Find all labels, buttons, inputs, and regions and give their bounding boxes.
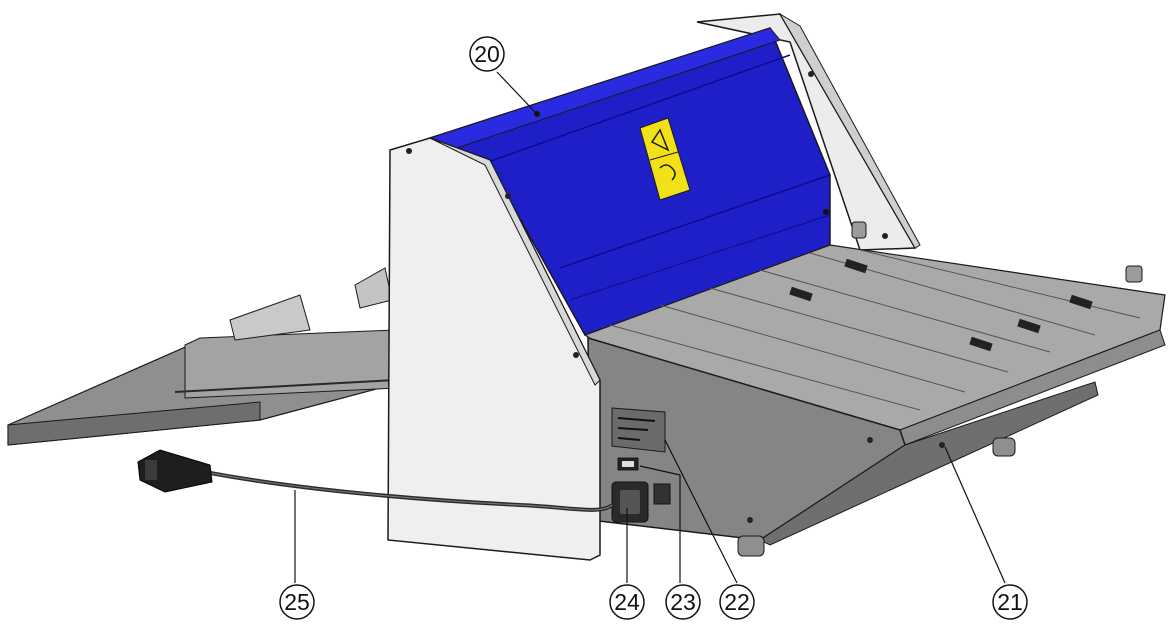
callout-24: 24 <box>609 584 645 620</box>
callout-21: 21 <box>992 584 1028 620</box>
fuse-holder-icon <box>617 457 639 471</box>
rating-plate-icon <box>611 407 666 453</box>
leader-lines <box>294 71 1006 584</box>
power-switch-icon <box>611 481 649 523</box>
svg-text:25: 25 <box>284 589 310 615</box>
svg-text:23: 23 <box>670 589 696 615</box>
svg-text:24: 24 <box>614 589 640 615</box>
delivery-tray <box>583 221 1166 446</box>
svg-text:22: 22 <box>724 589 750 615</box>
front-side-panel <box>387 137 601 561</box>
power-plug-icon <box>137 449 213 493</box>
svg-text:20: 20 <box>474 41 500 67</box>
svg-text:21: 21 <box>997 589 1023 615</box>
feed-tray <box>7 267 411 446</box>
callout-25: 25 <box>279 584 315 620</box>
power-cable <box>137 449 614 512</box>
warning-label-icon <box>639 117 691 201</box>
callout-20: 20 <box>469 36 505 72</box>
callout-23: 23 <box>665 584 701 620</box>
callout-22: 22 <box>719 584 755 620</box>
